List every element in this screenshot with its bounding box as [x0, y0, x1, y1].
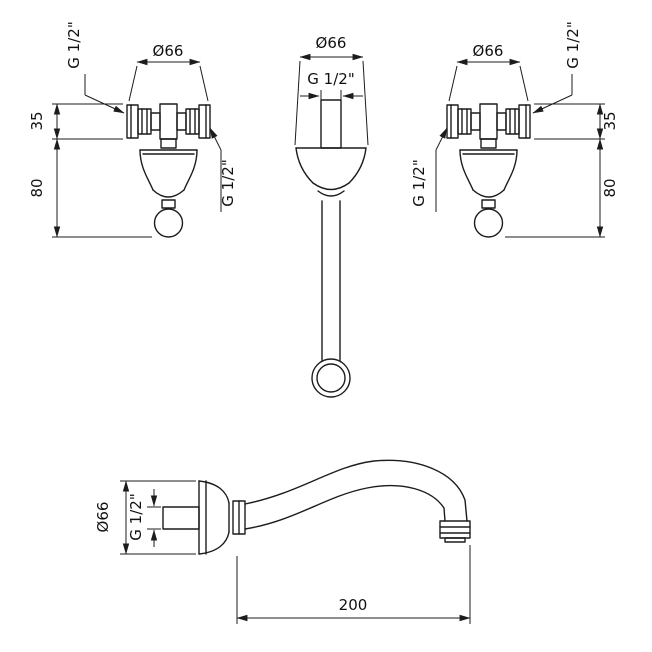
dim-label-thread-side-spout: G 1/2" — [127, 493, 145, 540]
dim-label-thread-inlet-left-valve: G 1/2" — [65, 21, 83, 68]
dim-label-diameter-left-valve: Ø66 — [153, 42, 184, 60]
dim-label-reach: 200 — [339, 596, 368, 614]
spout-outer-curve — [244, 459, 468, 522]
dim-label-thread-center-spout: G 1/2" — [307, 70, 354, 88]
dim-label-thread-outlet-left-valve: G 1/2" — [219, 159, 237, 206]
valve-front-view-left-labels: Ø66 G 1/2" 35 80 G 1/2" — [28, 21, 237, 206]
valve-front-view-right — [436, 62, 605, 237]
valve-front-view-left — [52, 62, 221, 237]
spout-side-dimension-lines — [120, 480, 471, 624]
spout-front-view: Ø66 G 1/2" — [294, 34, 369, 398]
aerator — [439, 520, 471, 543]
dim-label-diameter-right-valve: Ø66 — [473, 42, 504, 60]
wall-flange-inner — [316, 363, 346, 393]
dim-label-diameter-side-spout: Ø66 — [94, 502, 112, 533]
spout-inner-curve — [244, 484, 446, 530]
dim-label-body-height-right-valve: 35 — [601, 111, 619, 130]
dim-label-body-height-left-valve: 35 — [28, 111, 46, 130]
valve-front-view-right-labels: Ø66 G 1/2" 35 80 G 1/2" — [410, 21, 619, 206]
dim-label-handle-height-right-valve: 80 — [601, 178, 619, 197]
spout-side-body — [162, 459, 471, 555]
spout-front-dimension-lines — [294, 53, 369, 146]
inlet-stub — [320, 99, 342, 149]
dim-label-handle-height-left-valve: 80 — [28, 178, 46, 197]
spout-side-view: Ø66 G 1/2" 200 — [94, 459, 471, 624]
dim-label-thread-inlet-right-valve: G 1/2" — [564, 21, 582, 68]
dim-label-diameter-center-spout: Ø66 — [316, 34, 347, 52]
spout-front-body — [295, 99, 367, 398]
wall-flange-outer — [311, 358, 351, 398]
inlet-stub-side — [162, 506, 200, 530]
dim-label-thread-outlet-right-valve: G 1/2" — [410, 159, 428, 206]
